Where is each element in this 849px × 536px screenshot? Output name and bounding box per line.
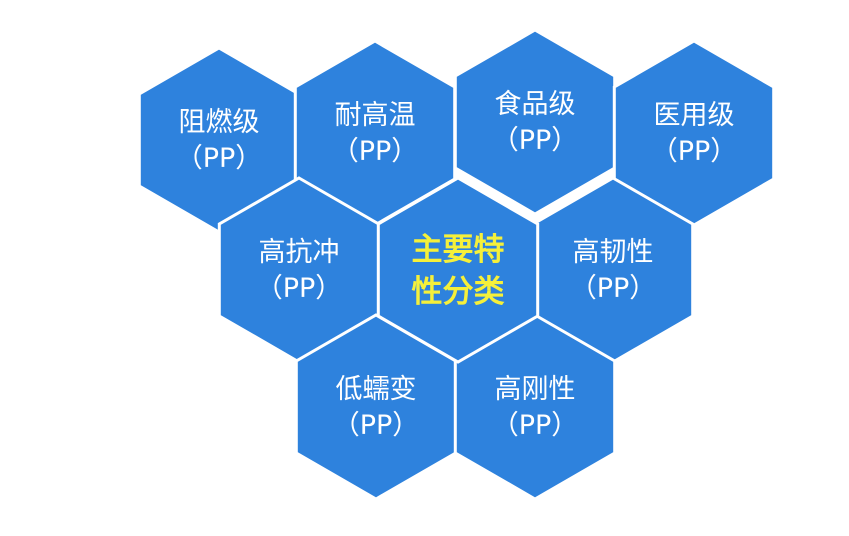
category-material: （PP） (176, 143, 263, 174)
category-material: （PP） (492, 410, 579, 441)
hexagon-shape (376, 176, 540, 364)
category-material: （PP） (332, 136, 419, 167)
category-material: （PP） (651, 136, 738, 167)
category-name: 高抗冲 (259, 237, 340, 268)
center-title-line: 主要特 (412, 232, 505, 268)
category-name: 医用级 (654, 100, 735, 131)
hexagon-high-rigidity: 高刚性 （PP） (453, 313, 617, 501)
category-name: 耐高温 (335, 100, 416, 131)
center-title-line: 性分类 (412, 274, 505, 310)
hexagon-shape (453, 28, 617, 216)
category-material: （PP） (256, 273, 343, 304)
category-material: （PP） (570, 273, 657, 304)
hexagon-medical: 医用级 （PP） (612, 39, 776, 227)
category-name: 高韧性 (573, 237, 654, 268)
hexagon-layer: 阻燃级 （PP） 耐高温 （PP） 食品级 （PP） 医用级 （PP） 高抗冲 （PP） 高韧性 （P… (137, 28, 776, 501)
hexagon-low-creep: 低蠕变 （PP） (294, 313, 458, 501)
hexagon-high-impact: 高抗冲 （PP） (217, 176, 381, 364)
category-material: （PP） (492, 125, 579, 156)
category-material: （PP） (333, 410, 420, 441)
hexagon-food-grade: 食品级 （PP） (453, 28, 617, 216)
category-name: 阻燃级 (179, 107, 260, 138)
category-name: 低蠕变 (336, 374, 417, 405)
hexagon-high-toughness: 高韧性 （PP） (531, 176, 695, 364)
category-name: 高刚性 (495, 374, 576, 405)
hexagon-high-temp: 耐高温 （PP） (293, 39, 457, 227)
category-name: 食品级 (495, 89, 576, 120)
